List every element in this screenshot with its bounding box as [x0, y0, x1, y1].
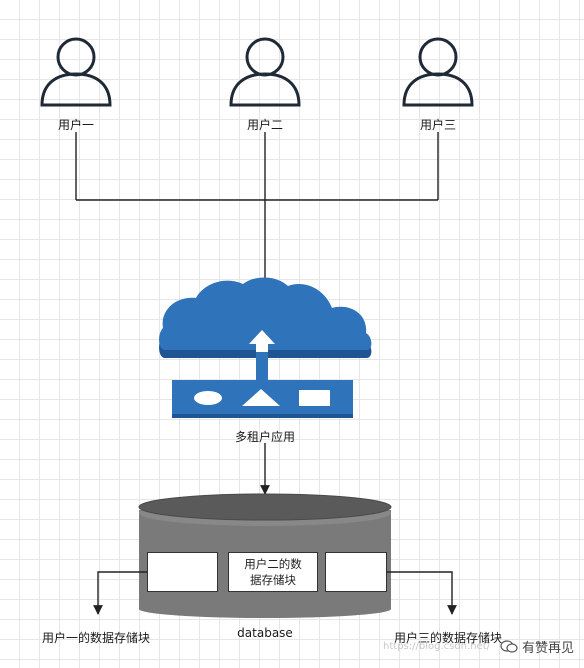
app-label: 多租户应用: [234, 430, 296, 444]
database-label: database: [237, 626, 293, 640]
user-label-1: 用户一: [57, 118, 95, 132]
user-icon-1: [40, 37, 112, 107]
db-block-2: 用户二的数 据存储块: [228, 552, 318, 592]
ellipse-shape-icon: [194, 391, 222, 405]
square-shape-icon: [299, 390, 330, 406]
cloud-icon: [159, 277, 372, 358]
db-block-2-line-2: 据存储块: [250, 573, 296, 587]
watermark-url: https://blog.csdn.net/: [383, 641, 490, 652]
db-block-2-line-1: 用户二的数: [244, 557, 302, 571]
up-arrow-icon: [249, 330, 275, 352]
chat-bubble-icon: [500, 639, 518, 653]
user-label-2: 用户二: [246, 118, 284, 132]
output-connectors: [93, 571, 457, 615]
watermark-text: 有赞再见: [521, 641, 574, 656]
user-icon-3: [402, 37, 474, 107]
db-block-3: [325, 552, 387, 592]
app-panel: [172, 380, 353, 418]
triangle-shape-icon: [242, 389, 280, 406]
watermark: https://blog.csdn.net/ 有赞再见: [383, 637, 574, 656]
output-label-right: 用户三的数据存储块: [394, 631, 503, 645]
cloud-stem: [256, 352, 268, 382]
user-connectors: [75, 132, 439, 293]
user-icon-2: [229, 37, 301, 107]
output-label-left: 用户一的数据存储块: [42, 631, 151, 645]
db-block-1: [147, 552, 218, 592]
user-label-3: 用户三: [419, 118, 457, 132]
